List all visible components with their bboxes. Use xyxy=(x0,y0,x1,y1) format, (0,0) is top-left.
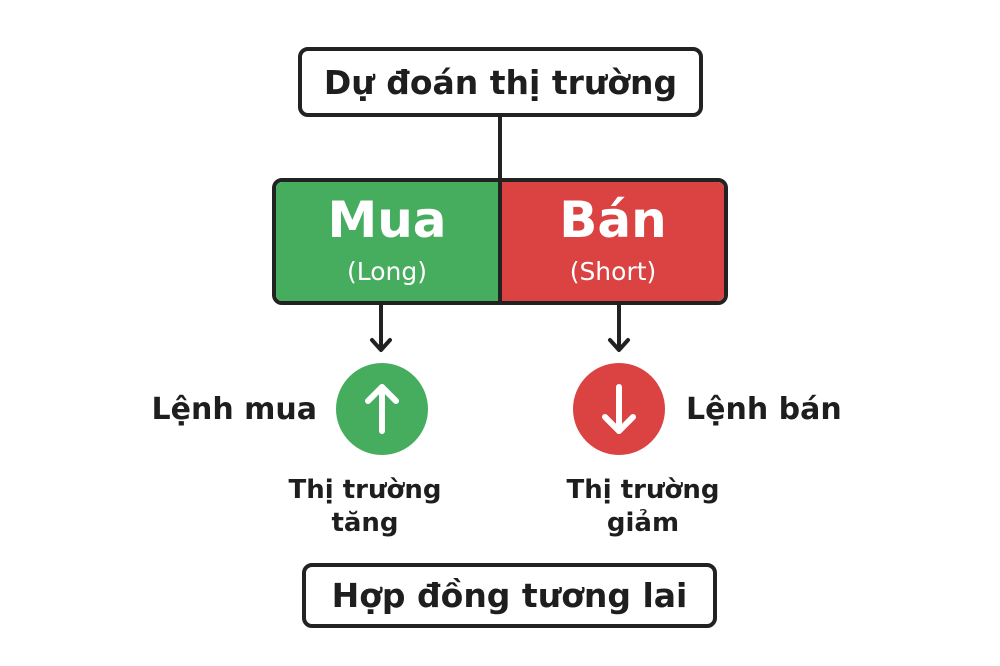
buy-order-label: Lệnh mua xyxy=(151,392,317,427)
short-label: Bán xyxy=(559,191,667,249)
connector-line xyxy=(498,117,502,179)
short-position-panel: Bán (Short) xyxy=(500,182,724,301)
arrow-down-connector-icon xyxy=(370,304,392,352)
long-position-panel: Mua (Long) xyxy=(276,182,500,301)
short-sublabel: (Short) xyxy=(569,257,657,286)
futures-contract-box: Hợp đồng tương lai xyxy=(302,563,717,628)
market-up-description: Thị trường tăng xyxy=(265,474,465,540)
position-split-box: Mua (Long) Bán (Short) xyxy=(272,178,728,305)
market-up-line1: Thị trường xyxy=(288,475,442,505)
arrow-down-icon xyxy=(602,384,636,434)
market-down-line1: Thị trường xyxy=(566,475,720,505)
market-prediction-box: Dự đoán thị trường xyxy=(298,47,703,117)
market-down-line2: giảm xyxy=(606,508,680,538)
futures-contract-label: Hợp đồng tương lai xyxy=(331,576,688,615)
market-up-line2: tăng xyxy=(331,508,399,538)
sell-order-label: Lệnh bán xyxy=(686,392,842,427)
arrow-down-connector-icon xyxy=(608,304,630,352)
arrow-up-icon xyxy=(365,384,399,434)
long-label: Mua xyxy=(327,191,447,249)
market-up-circle xyxy=(336,363,428,455)
market-prediction-title: Dự đoán thị trường xyxy=(323,62,678,102)
market-down-description: Thị trường giảm xyxy=(543,474,743,540)
market-down-circle xyxy=(573,363,665,455)
long-sublabel: (Long) xyxy=(346,257,427,286)
